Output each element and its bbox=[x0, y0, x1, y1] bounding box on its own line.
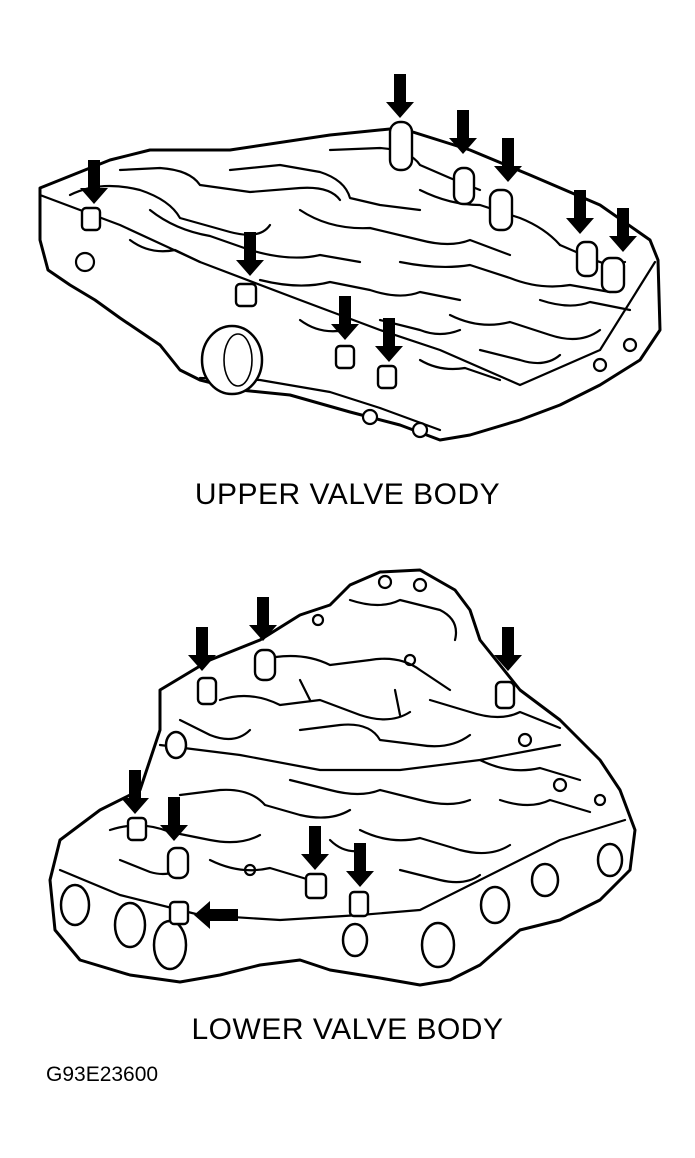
down-arrow-icon bbox=[331, 296, 359, 340]
figure-code: G93E23600 bbox=[46, 1063, 159, 1086]
left-arrow-icon bbox=[194, 901, 238, 929]
lower-channels bbox=[108, 598, 592, 884]
upper-arrows bbox=[80, 74, 637, 362]
down-arrow-icon bbox=[346, 843, 374, 887]
down-arrow-icon bbox=[375, 318, 403, 362]
lower-arrows bbox=[121, 597, 522, 929]
down-arrow-icon bbox=[188, 627, 216, 671]
down-arrow-icon bbox=[249, 597, 277, 641]
down-arrow-icon bbox=[494, 138, 522, 182]
down-arrow-icon bbox=[494, 627, 522, 671]
down-arrow-icon bbox=[121, 770, 149, 814]
lower-body-outline bbox=[48, 568, 637, 987]
upper-bore bbox=[200, 324, 264, 396]
down-arrow-icon bbox=[386, 74, 414, 118]
down-arrow-icon bbox=[160, 797, 188, 841]
down-arrow-icon bbox=[236, 232, 264, 276]
down-arrow-icon bbox=[566, 190, 594, 234]
lower-bores bbox=[59, 730, 624, 971]
upper-valve-body-illustration bbox=[38, 74, 662, 442]
upper-valve-body-caption: UPPER VALVE BODY bbox=[194, 478, 501, 511]
lower-valve-body-caption: LOWER VALVE BODY bbox=[191, 1013, 504, 1046]
lower-valve-body-illustration bbox=[48, 568, 637, 987]
upper-body-outline bbox=[38, 126, 662, 442]
down-arrow-icon bbox=[301, 826, 329, 870]
upper-valve-tabs bbox=[80, 120, 626, 390]
down-arrow-icon bbox=[449, 110, 477, 154]
down-arrow-icon bbox=[609, 208, 637, 252]
down-arrow-icon bbox=[80, 160, 108, 204]
lower-valve-tabs bbox=[126, 648, 516, 926]
